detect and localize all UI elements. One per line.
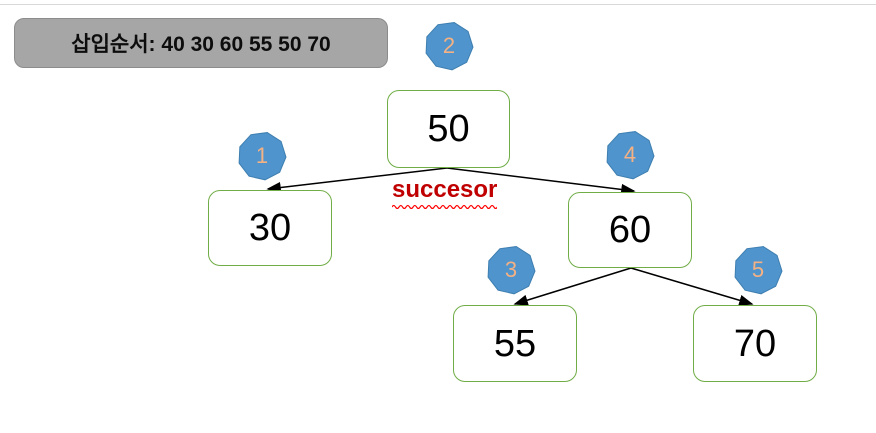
tree-node-60: 60 <box>568 192 692 268</box>
octagon-badge-icon <box>606 131 655 180</box>
tree-node-label: 50 <box>427 108 470 150</box>
tree-node-50: 50 <box>387 90 510 168</box>
insertion-order-text: 삽입순서: 40 30 60 55 50 70 <box>71 33 331 56</box>
step-badge-label: 3 <box>504 257 518 282</box>
step-badge-label: 4 <box>623 142 637 167</box>
step-badge-3: 3 <box>486 245 536 295</box>
slide-top-divider <box>0 4 876 5</box>
insertion-order-caption: 삽입순서: 40 30 60 55 50 70 <box>14 18 388 68</box>
tree-node-label: 70 <box>733 322 777 365</box>
step-badge-label: 1 <box>255 143 269 168</box>
step-badge-1: 1 <box>237 131 287 181</box>
octagon-badge-icon <box>238 132 287 181</box>
step-badge-2: 2 <box>424 21 474 71</box>
octagon-badge-icon <box>734 246 783 295</box>
step-badge-5: 5 <box>733 245 783 295</box>
tree-node-55: 55 <box>453 305 577 382</box>
tree-node-label: 60 <box>608 209 652 251</box>
tree-node-70: 70 <box>693 305 817 382</box>
octagon-badge-icon <box>487 246 536 295</box>
succesor-text: succesor <box>392 176 498 203</box>
step-badge-label: 5 <box>751 257 765 282</box>
octagon-badge-icon <box>425 22 474 71</box>
spellcheck-squiggle-icon <box>392 204 498 209</box>
tree-node-label: 55 <box>493 322 537 365</box>
step-badge-4: 4 <box>605 130 655 180</box>
step-badge-label: 2 <box>442 33 456 58</box>
succesor-annotation: succesor <box>392 176 498 209</box>
tree-node-label: 30 <box>248 207 292 249</box>
tree-node-30: 30 <box>208 190 332 266</box>
